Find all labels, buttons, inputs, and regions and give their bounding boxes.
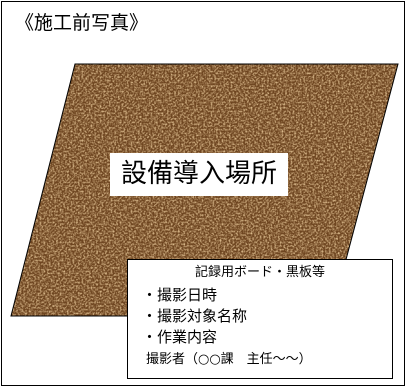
installation-site-label: 設備導入場所 (110, 153, 288, 196)
record-board: 記録用ボード・黒板等 ・撮影日時 ・撮影対象名称 ・作業内容 撮影者（○○課 主… (127, 259, 393, 379)
board-item-subject-name: ・撮影対象名称 (142, 307, 248, 325)
page-frame: 《施工前写真》 設備導入場所 記録用ボード・黒板等 ・撮影日時 ・撮影対象名称 … (1, 1, 405, 386)
page-title: 《施工前写真》 (15, 12, 149, 34)
board-item-shooting-datetime: ・撮影日時 (142, 286, 218, 304)
board-item-work-content: ・作業内容 (142, 328, 218, 346)
board-title: 記録用ボード・黒板等 (194, 265, 325, 280)
board-photographer: 撮影者（○○課 主任～～） (146, 352, 312, 367)
